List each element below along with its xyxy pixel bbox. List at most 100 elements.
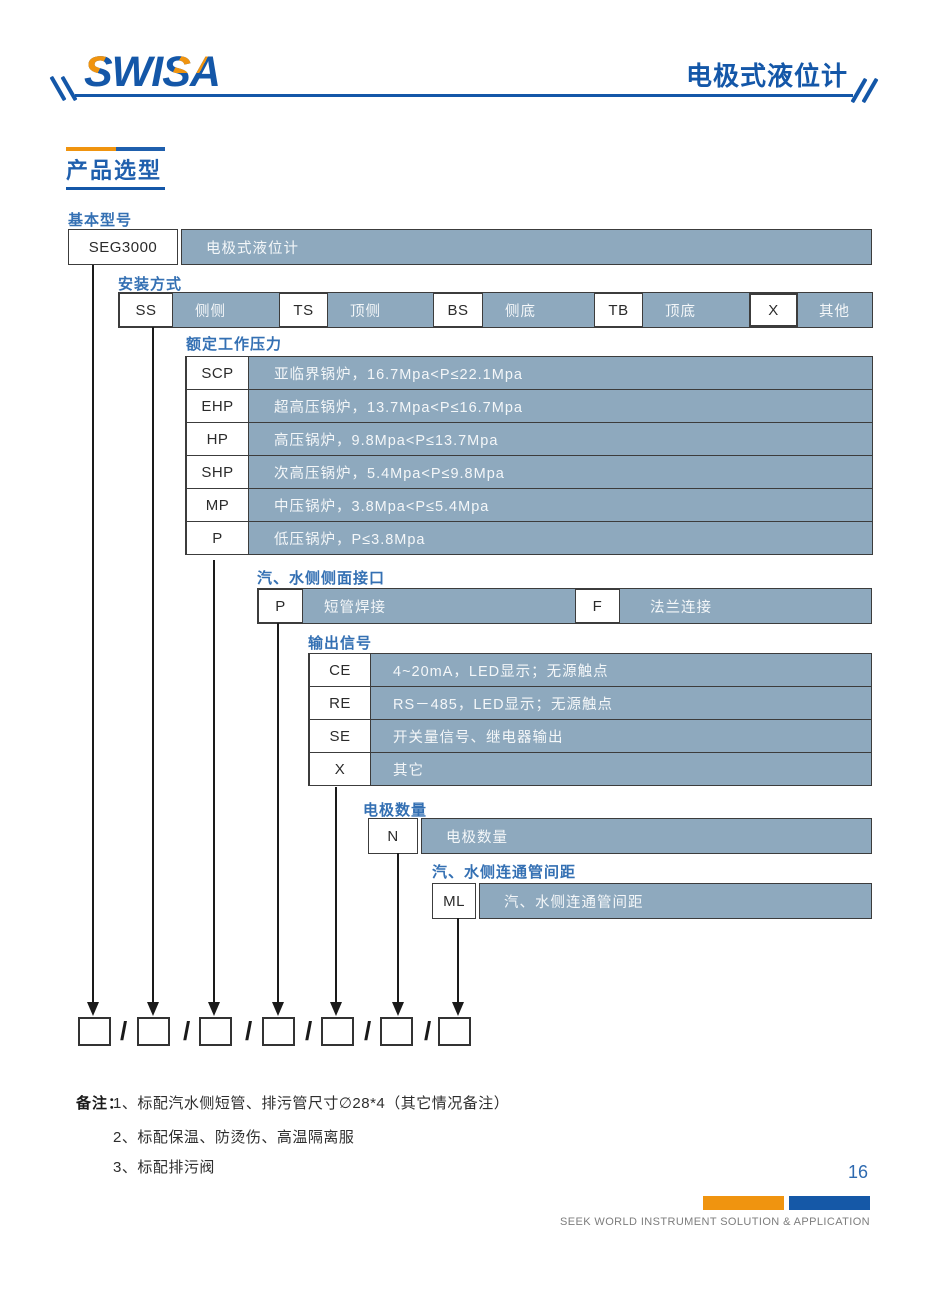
section-underline — [66, 187, 165, 190]
desc-text: 中压锅炉，3.8Mpa<P≤5.4Mpa — [274, 498, 490, 515]
section-accent-blue — [116, 147, 165, 151]
desc-text: 顶底 — [665, 303, 696, 320]
desc-cell: 电极式液位计 — [181, 229, 872, 265]
code-text: SS — [135, 301, 157, 319]
code-text: HP — [206, 430, 229, 448]
model-slot — [380, 1017, 413, 1046]
code-text: EHP — [201, 397, 234, 415]
down-arrow-icon — [87, 1002, 99, 1016]
notes-title: 备注： — [76, 1095, 125, 1112]
page-number: 16 — [847, 1162, 868, 1182]
desc-text: 顶侧 — [350, 303, 381, 320]
note-item: 3、标配排污阀 — [113, 1159, 215, 1176]
desc-text: RS－485，LED显示；无源触点 — [393, 696, 614, 713]
code-cell: CE — [309, 653, 371, 687]
code-cell: HP — [186, 422, 249, 456]
desc-text: 法兰连接 — [650, 599, 712, 616]
desc-text: 次高压锅炉，5.4Mpa<P≤9.8Mpa — [274, 465, 505, 482]
code-cell: X — [309, 752, 371, 786]
down-arrow-icon — [392, 1002, 404, 1016]
slot-separator: / — [183, 1016, 191, 1046]
code-text: P — [275, 597, 286, 615]
code-text: SE — [329, 727, 351, 745]
swisa-logo: SWISA — [84, 48, 220, 97]
code-cell: N — [368, 818, 418, 854]
code-cell: SCP — [186, 356, 249, 390]
table-row: MP 中压锅炉，3.8Mpa<P≤5.4Mpa — [185, 488, 873, 522]
code-text: MP — [205, 496, 230, 514]
header-rule — [75, 94, 853, 97]
code-cell: EHP — [186, 389, 249, 423]
table-row: EHP 超高压锅炉，13.7Mpa<P≤16.7Mpa — [185, 389, 873, 423]
output-table: CE 4~20mA，LED显示；无源触点 RE RS－485，LED显示；无源触… — [308, 653, 872, 786]
connector-line — [92, 265, 94, 1003]
model-slot — [199, 1017, 232, 1046]
desc-text: 高压锅炉，9.8Mpa<P≤13.7Mpa — [274, 432, 499, 449]
section-accent-orange — [66, 147, 116, 151]
code-cell: SS — [119, 293, 173, 327]
connector-line — [457, 918, 459, 1003]
table-row: HP 高压锅炉，9.8Mpa<P≤13.7Mpa — [185, 422, 873, 456]
footer-blue-bar — [789, 1196, 870, 1210]
model-slot — [438, 1017, 471, 1046]
desc-cell: 电极数量 — [421, 818, 872, 854]
code-text: BS — [447, 301, 469, 319]
pressure-table: SCP 亚临界锅炉，16.7Mpa<P≤22.1Mpa EHP 超高压锅炉，13… — [185, 356, 873, 555]
slot-separator: / — [364, 1016, 372, 1046]
footer-orange-bar — [703, 1196, 784, 1210]
model-slot — [137, 1017, 170, 1046]
code-text: TS — [293, 301, 314, 319]
mounting-row: SS 侧侧 TS 顶侧 BS 侧底 TB 顶底 X 其他 — [118, 292, 873, 328]
connector-line — [152, 327, 154, 1003]
down-arrow-icon — [147, 1002, 159, 1016]
code-cell: SHP — [186, 455, 249, 489]
desc-text: 4~20mA，LED显示；无源触点 — [393, 663, 609, 680]
desc-text: 开关量信号、继电器输出 — [393, 729, 564, 746]
desc-text: 侧底 — [505, 303, 536, 320]
page-title: 电极式液位计 — [685, 61, 848, 91]
model-slot — [78, 1017, 111, 1046]
code-cell: RE — [309, 686, 371, 720]
table-row: SE 开关量信号、继电器输出 — [308, 719, 872, 753]
table-row: X 其它 — [308, 752, 872, 786]
connector-line — [335, 787, 337, 1003]
code-text: SHP — [201, 463, 234, 481]
code-text: RE — [329, 694, 351, 712]
desc-text: 汽、水侧连通管间距 — [504, 894, 644, 911]
group-label-pipe-spacing: 汽、水侧连通管间距 — [432, 864, 577, 881]
slot-separator: / — [120, 1016, 128, 1046]
model-slot — [262, 1017, 295, 1046]
note-item: 1、标配汽水侧短管、排污管尺寸∅28*4（其它情况备注） — [113, 1095, 510, 1112]
section-title: 产品选型 — [66, 158, 163, 183]
code-cell: SEG3000 — [68, 229, 178, 265]
code-text: F — [592, 597, 603, 615]
slot-separator: / — [424, 1016, 432, 1046]
code-text: X — [768, 301, 779, 319]
desc-cell: 汽、水侧连通管间距 — [479, 883, 872, 919]
code-cell: P — [258, 589, 303, 623]
group-label-electrode-count: 电极数量 — [363, 802, 428, 819]
desc-text: 亚临界锅炉，16.7Mpa<P≤22.1Mpa — [274, 366, 523, 383]
group-label-base-model: 基本型号 — [68, 212, 133, 229]
group-label-pressure: 额定工作压力 — [186, 336, 283, 353]
model-slot — [321, 1017, 354, 1046]
code-text: X — [334, 760, 346, 778]
code-text: CE — [329, 661, 351, 679]
code-text: ML — [443, 892, 465, 910]
code-cell: F — [575, 589, 620, 623]
desc-text: 其他 — [819, 303, 850, 320]
code-cell: X — [749, 293, 798, 327]
down-arrow-icon — [208, 1002, 220, 1016]
down-arrow-icon — [272, 1002, 284, 1016]
code-cell: BS — [433, 293, 483, 327]
down-arrow-icon — [330, 1002, 342, 1016]
table-row: SCP 亚临界锅炉，16.7Mpa<P≤22.1Mpa — [185, 356, 873, 390]
group-label-mounting: 安装方式 — [118, 276, 183, 293]
desc-text: 侧侧 — [195, 303, 226, 320]
code-text: SEG3000 — [88, 238, 158, 256]
down-arrow-icon — [452, 1002, 464, 1016]
interface-row: P 短管焊接 F 法兰连接 — [257, 588, 872, 624]
desc-text: 超高压锅炉，13.7Mpa<P≤16.7Mpa — [274, 399, 523, 416]
connector-line — [277, 623, 279, 1003]
